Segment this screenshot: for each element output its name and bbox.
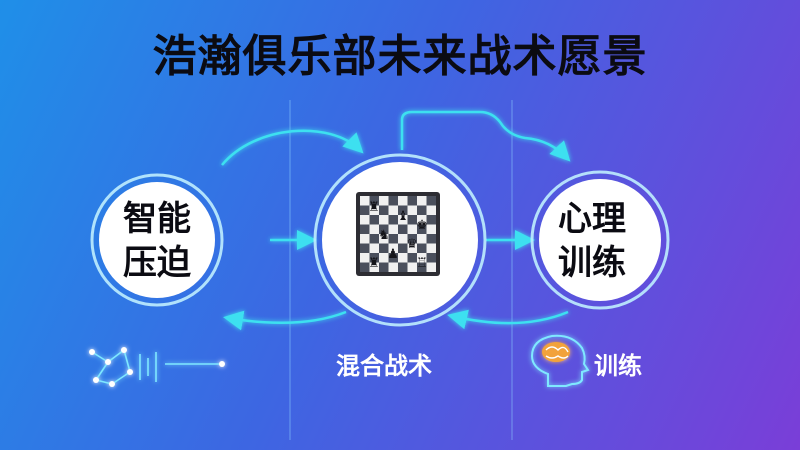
svg-text:♜: ♜ [368,256,380,271]
left-label-line-1: 智能 [123,199,191,239]
chessboard-square [417,262,427,272]
chessboard-square [426,234,436,244]
brain-head-icon [530,334,590,387]
neural-network-icon [89,347,225,387]
chessboard-square [388,215,398,225]
chessboard-square [369,196,379,206]
node-label-intelligent-pressing: 智能 压迫 [97,197,217,285]
caption-training: 训练 [594,352,642,380]
node-intelligent-pressing [90,173,224,307]
chessboard-square [379,205,389,215]
svg-text:♚: ♚ [416,218,428,233]
chessboard-square [398,205,408,215]
chessboard-square [407,234,417,244]
right-label-line-1: 心理 [558,199,626,239]
chessboard-square [360,262,370,272]
arrow-center-to-right-top [400,110,571,162]
chessboard-square [360,205,370,215]
arrow-right-to-center-bottom [447,309,569,330]
caption-hybrid-tactics: 混合战术 [336,352,432,380]
chessboard-square [426,215,436,225]
chessboard-square [407,196,417,206]
chessboard-square [379,262,389,272]
page-title: 浩瀚俱乐部未来战术愿景 [152,31,648,82]
chessboard-square [388,196,398,206]
chessboard-square [398,224,408,234]
chessboard-square [369,234,379,244]
chessboard-square [426,196,436,206]
chessboard-square [379,224,389,234]
arrow-left-to-center-top [221,129,364,166]
right-label-line-2: 训练 [558,243,626,283]
chessboard-square [388,253,398,263]
svg-text:♟: ♟ [387,247,399,262]
arrow-center-to-left-bottom [223,310,347,331]
chessboard-square [407,253,417,263]
chessboard-square [426,253,436,263]
svg-text:♞: ♞ [378,228,390,243]
chessboard-square [398,262,408,272]
chessboard-square [369,253,379,263]
chessboard-icon: ♜ ♝ ♞ ♛ ♟ ♚ ♜ ♖ [356,192,440,276]
chessboard-square [360,224,370,234]
chessboard-square [417,205,427,215]
svg-text:♛: ♛ [406,237,418,252]
left-label-line-2: 压迫 [123,243,191,283]
chessboard-square [407,215,417,225]
svg-text:♖: ♖ [416,256,428,271]
svg-text:♜: ♜ [368,200,380,215]
chessboard-square [398,243,408,253]
chessboard-square [388,234,398,244]
node-mental-training [530,170,670,310]
chessboard-square [417,243,427,253]
flow-arrows [221,110,571,331]
svg-text:♝: ♝ [397,209,409,224]
node-label-mental-training: 心理 训练 [532,197,652,285]
chessboard-square [379,243,389,253]
chessboard-square [369,215,379,225]
chessboard-square [360,243,370,253]
chessboard-square [417,224,427,234]
